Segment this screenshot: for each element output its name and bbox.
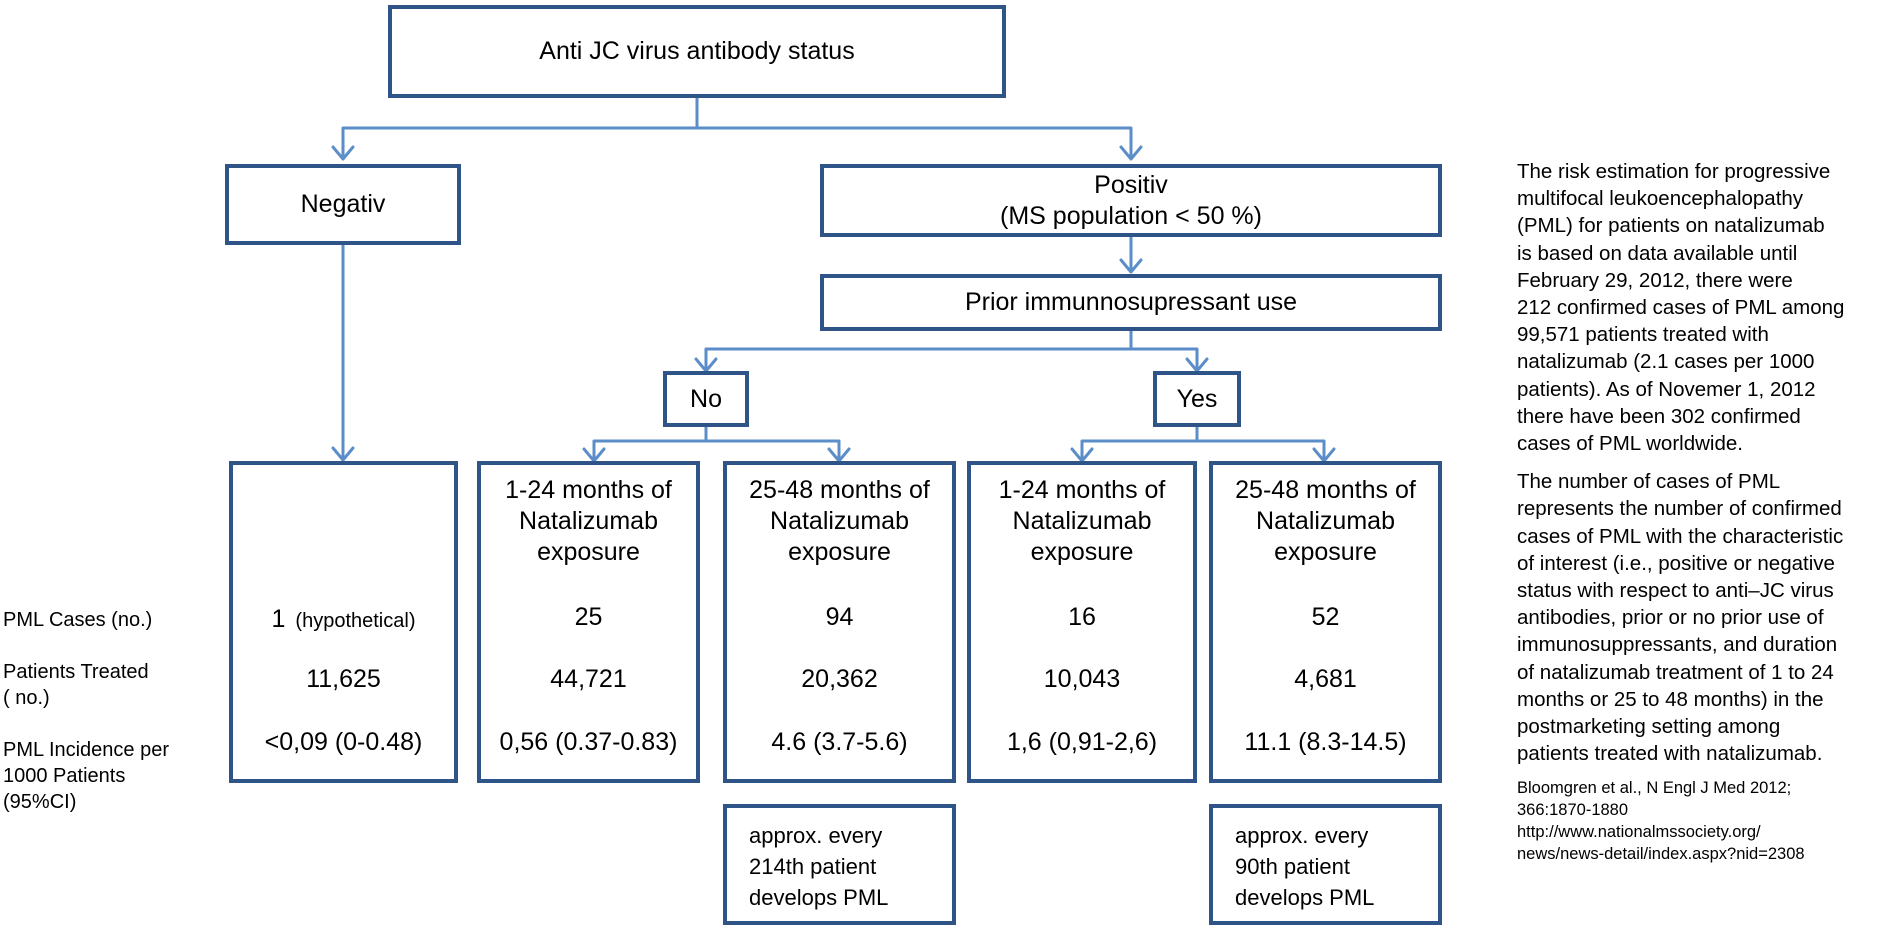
source-link: news/news-detail/index.aspx?nid=2308 bbox=[1517, 845, 1805, 864]
pml-incidence-value: 1,6 (0,91-2,6) bbox=[1006, 728, 1158, 756]
pml-cases-value: 52 bbox=[1311, 603, 1340, 631]
pml-cases-value: 1(hypothetical) bbox=[271, 605, 416, 633]
pml-cases-value: 16 bbox=[1068, 603, 1096, 631]
row-label-pml-cases: PML Cases (no.) bbox=[3, 609, 153, 631]
case-count-paragraph: The number of cases of PML represents th… bbox=[1517, 470, 1844, 766]
note-every-214th-patient: approx. every 214th patient develops PML bbox=[723, 804, 956, 925]
column-header: 1-24 months of Natalizumab exposure bbox=[998, 476, 1166, 566]
patients-treated-value: 11,625 bbox=[306, 665, 381, 693]
column-no-1-24-months: 1-24 months of Natalizumab exposure 25 4… bbox=[477, 461, 700, 783]
risk-estimation-paragraph: The risk estimation for progressive mult… bbox=[1517, 160, 1845, 456]
patients-treated-value: 20,362 bbox=[801, 665, 878, 693]
root-box: Anti JC virus antibody status bbox=[388, 5, 1006, 98]
side-description: The risk estimation for progressive mult… bbox=[1517, 158, 1895, 865]
column-negative: 1(hypothetical) 11,625 <0,09 (0-0.48) bbox=[229, 461, 458, 783]
negative-box: Negativ bbox=[225, 164, 461, 245]
note-every-90th-patient: approx. every 90th patient develops PML bbox=[1209, 804, 1442, 925]
yes-box: Yes bbox=[1153, 371, 1241, 427]
prior-use-label: Prior immunnosupressant use bbox=[964, 288, 1298, 316]
column-header: 25-48 months of Natalizumab exposure bbox=[1235, 476, 1416, 566]
positive-label: Positiv bbox=[1094, 170, 1168, 199]
hypothetical-note: (hypothetical) bbox=[295, 610, 416, 632]
pml-incidence-value: 4.6 (3.7-5.6) bbox=[771, 728, 908, 756]
pml-cases-value: 94 bbox=[825, 603, 854, 631]
row-label-patients-treated: Patients Treated ( no.) bbox=[3, 661, 149, 709]
positive-box: Positiv (MS population < 50 %) bbox=[820, 164, 1442, 237]
root-label: Anti JC virus antibody status bbox=[539, 37, 855, 65]
column-header: 25-48 months of Natalizumab exposure bbox=[749, 476, 930, 566]
patients-treated-value: 44,721 bbox=[550, 665, 627, 693]
negative-label: Negativ bbox=[300, 190, 386, 218]
pml-incidence-value: <0,09 (0-0.48) bbox=[264, 728, 423, 756]
patients-treated-value: 4,681 bbox=[1294, 665, 1357, 693]
column-yes-25-48-months: 25-48 months of Natalizumab exposure 52 … bbox=[1209, 461, 1442, 783]
yes-label: Yes bbox=[1176, 384, 1218, 413]
no-label: No bbox=[690, 384, 722, 413]
patients-treated-value: 10,043 bbox=[1043, 665, 1121, 693]
column-no-25-48-months: 25-48 months of Natalizumab exposure 94 … bbox=[723, 461, 956, 783]
pml-incidence-value: 0,56 (0.37-0.83) bbox=[499, 728, 678, 756]
pml-cases-value: 25 bbox=[574, 603, 603, 631]
no-box: No bbox=[663, 371, 749, 427]
column-header: 1-24 months of Natalizumab exposure bbox=[505, 476, 672, 566]
column-yes-1-24-months: 1-24 months of Natalizumab exposure 16 1… bbox=[967, 461, 1197, 783]
pml-incidence-value: 11.1 (8.3-14.5) bbox=[1244, 728, 1407, 756]
source-link: http://www.nationalmssociety.org/ bbox=[1517, 823, 1761, 842]
row-label-pml-incidence: PML Incidence per 1000 Patients (95%CI) bbox=[3, 739, 170, 813]
positive-sublabel: (MS population < 50 %) bbox=[1000, 201, 1262, 230]
citation: Bloomgren et al., N Engl J Med 2012; 366… bbox=[1517, 779, 1805, 864]
prior-use-box: Prior immunnosupressant use bbox=[820, 274, 1442, 331]
